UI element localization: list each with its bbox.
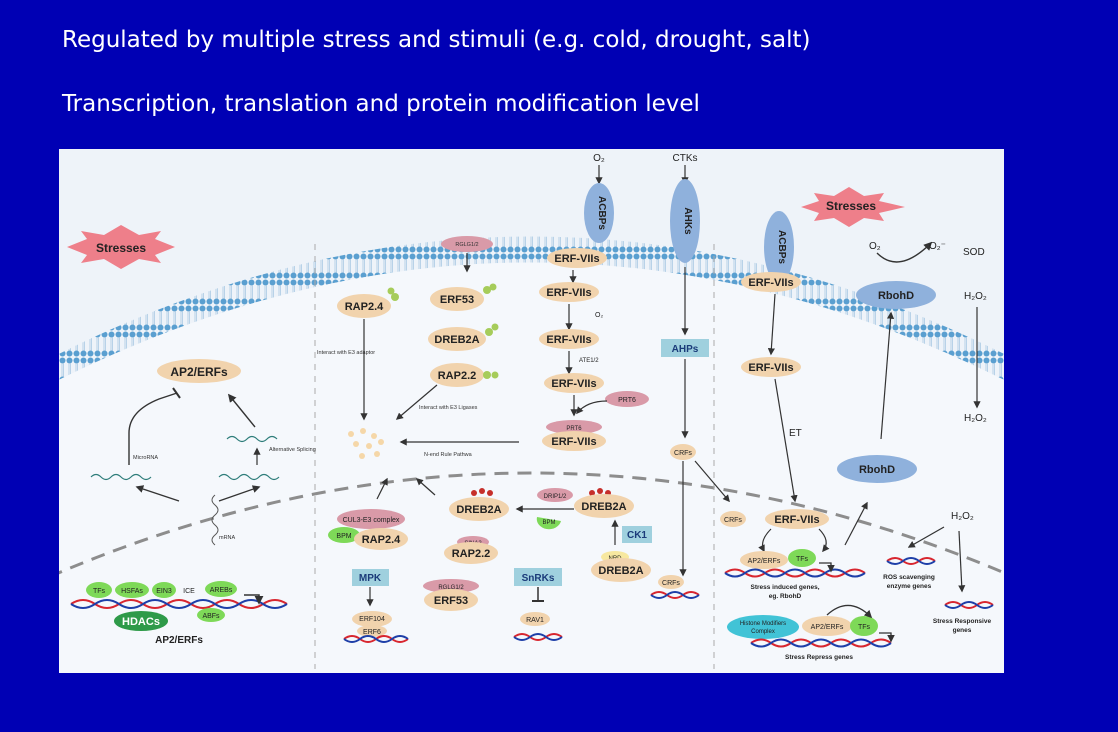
- crfs-label: CRFs: [674, 450, 692, 457]
- erf-a-label: ERF-VIIs: [748, 277, 793, 289]
- rap24-label: RAP2.4: [345, 301, 384, 313]
- et-label: ET: [789, 428, 802, 439]
- o2-top-label: O₂: [593, 153, 605, 164]
- stresses-burst-left: Stresses: [67, 225, 175, 269]
- slide-bullet-1: Regulated by multiple stress and stimuli…: [62, 27, 811, 53]
- crfs-right-label: CRFs: [724, 517, 742, 524]
- erf6-label: ERF6: [363, 629, 381, 636]
- dreb2a-nuc3-label: DREB2A: [598, 565, 643, 577]
- ap2-erfs-label: AP2/ERFs: [170, 365, 228, 379]
- erf-c-label: ERF-VIIs: [774, 514, 819, 526]
- erf104-label: ERF104: [359, 616, 385, 623]
- dreb2a-label: DREB2A: [434, 334, 479, 346]
- o2-mid-label: O₂: [595, 312, 603, 319]
- erf-2-label: ERF-VIIs: [546, 287, 591, 299]
- nuclear-envelope: [59, 471, 1004, 575]
- tfs-label: TFs: [93, 588, 106, 595]
- slide-bullet-2: Transcription, translation and protein m…: [62, 91, 700, 117]
- alt-splicing-label: Alternative Splicing: [269, 447, 316, 453]
- rglg-top-label: RGLG1/2: [455, 242, 478, 248]
- interact-e3-adaptor-label: Interact with E3 adaptor: [317, 350, 375, 356]
- rbohd-cyto-label: RbohD: [859, 464, 895, 476]
- stress-repress-label: Stress Repress genes: [785, 654, 853, 661]
- rglg-nuc-label: RGLG1/2: [438, 585, 464, 591]
- hsfas-label: HSFAs: [121, 588, 143, 595]
- degraded-fragments: [348, 428, 384, 459]
- prt6-small-label: PRT6: [566, 426, 582, 432]
- h2o2-a-label: H₂O₂: [964, 291, 987, 302]
- dreb2a-nuc2-label: DREB2A: [581, 501, 626, 513]
- ahps-label: AHPs: [672, 344, 699, 355]
- tfs-right-b-label: TFs: [858, 624, 871, 631]
- prt6-label: PRT6: [618, 397, 636, 404]
- sod-label: SOD: [963, 247, 985, 258]
- rbohd-membrane-label: RbohD: [878, 290, 914, 302]
- mrna-label: mRNA: [219, 535, 236, 541]
- stress-induced-label: Stress induced genes,: [751, 584, 820, 591]
- abfs-label: ABFs: [202, 613, 220, 620]
- bpm2-label: BPM: [542, 520, 555, 526]
- erf-b-label: ERF-VIIs: [748, 362, 793, 374]
- cul3-label: CUL3-E3 complex: [343, 517, 400, 524]
- nend-label: N-end Rule Pathwa: [424, 452, 473, 458]
- erf53-nuc-label: ERF53: [434, 595, 468, 607]
- acbps-label: ACBPs: [596, 196, 607, 230]
- drip-label: DRIP1/2: [544, 494, 567, 500]
- microrna-label: MicroRNA: [133, 455, 158, 461]
- erf-5-label: ERF-VIIs: [551, 436, 596, 448]
- dreb2a-nuc1-label: DREB2A: [456, 504, 501, 516]
- ap2-erfs-right-label: AP2/ERFs: [748, 558, 781, 565]
- erf53-label: ERF53: [440, 294, 474, 306]
- stresses-label: Stresses: [96, 241, 146, 255]
- ein3-label: EIN3: [156, 588, 172, 595]
- crfs-nuc-label: CRFs: [662, 580, 680, 587]
- snrks-label: SnRKs: [522, 573, 555, 584]
- h2o2-b-label: H₂O₂: [964, 413, 987, 424]
- ros-label: ROS scavenging: [883, 574, 935, 581]
- stress-induced-eg-label: eg. RbohD: [769, 593, 802, 600]
- rap22-nuc-label: RAP2.2: [452, 548, 491, 560]
- rap22-label: RAP2.2: [438, 370, 477, 382]
- stresses-right-label: Stresses: [826, 199, 876, 213]
- ice-label: ICE: [183, 588, 195, 595]
- hdacs-label: HDACs: [122, 616, 160, 628]
- ahks-label: AHKs: [682, 207, 693, 235]
- bpm-label: BPM: [336, 533, 351, 540]
- rav1-label: RAV1: [526, 617, 544, 624]
- complex-label: Complex: [751, 629, 775, 635]
- arebs-label: AREBs: [210, 587, 233, 594]
- h2o2-c-label: H₂O₂: [951, 511, 974, 522]
- tfs-right-label: TFs: [796, 556, 809, 563]
- ros-genes-label: enzyme genes: [887, 583, 932, 590]
- acbps-right-label: ACBPs: [776, 230, 787, 264]
- o2-right-label: O₂: [869, 241, 881, 252]
- stress-responsive-label: Stress Responsive: [933, 618, 992, 625]
- ck1-label: CK1: [627, 530, 647, 541]
- ate-label: ATE1/2: [579, 358, 599, 364]
- stresses-burst-right: Stresses: [801, 187, 905, 227]
- erf-1-label: ERF-VIIs: [554, 253, 599, 265]
- ctks-label: CTKs: [673, 153, 698, 164]
- ap2-erfs-bottom-label: AP2/ERFs: [155, 635, 203, 646]
- histone-modifiers-label: Histone Modifiers: [740, 621, 786, 627]
- erf-4-label: ERF-VIIs: [551, 378, 596, 390]
- rap24-nuc-label: RAP2.4: [362, 534, 401, 546]
- ap2-erfs-right-b-label: AP2/ERFs: [811, 624, 844, 631]
- interact-e3-ligases-label: Interact with E3 Ligases: [419, 405, 478, 411]
- stress-responsive-genes-label: genes: [953, 627, 972, 634]
- stress-regulation-diagram: Stresses AP2/ERFs Alternative Splicing M…: [59, 149, 1004, 673]
- mpk-label: MPK: [359, 573, 382, 584]
- erf-3-label: ERF-VIIs: [546, 334, 591, 346]
- o2-radical-label: O₂⁻: [929, 241, 946, 252]
